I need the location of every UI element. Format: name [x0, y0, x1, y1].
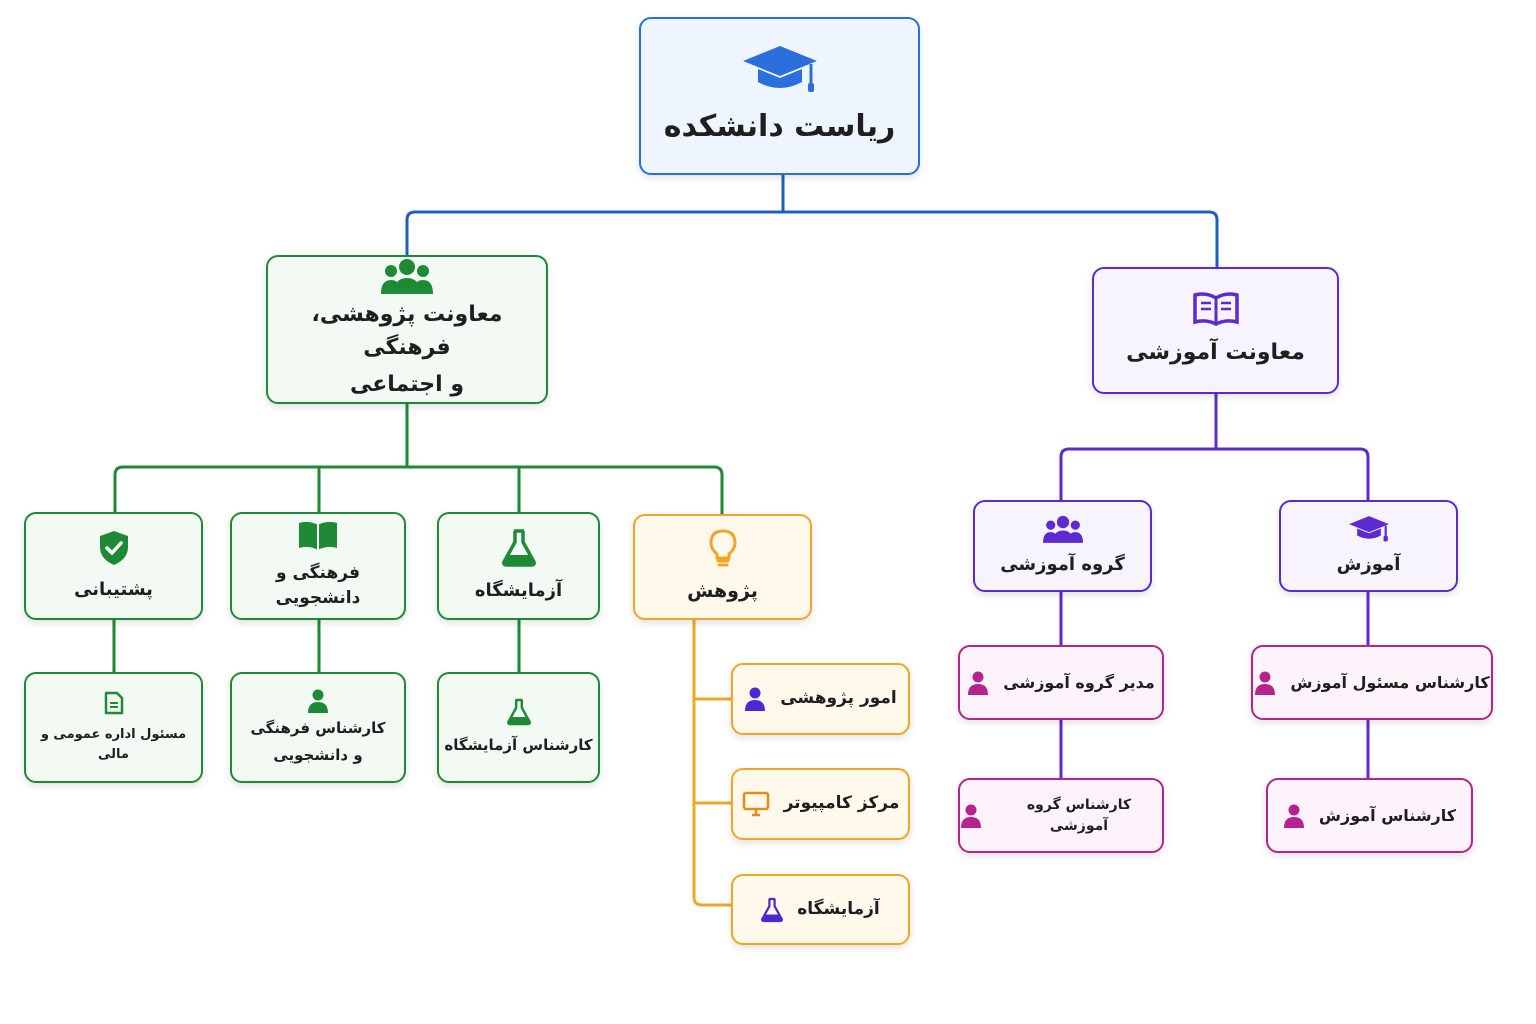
unit-education[interactable]: آموزش — [1279, 500, 1458, 592]
unit-culture[interactable]: فرهنگی و دانشجویی — [230, 512, 406, 620]
role-education-expert-title: کارشناس آموزش — [1318, 805, 1457, 825]
unit-research-title: پژوهش — [687, 579, 758, 602]
unit-education-title: آموزش — [1336, 553, 1401, 575]
open-book-icon — [1192, 292, 1240, 326]
person-icon — [1254, 671, 1276, 695]
graduation-cap-icon — [1348, 515, 1390, 543]
graduation-cap-icon — [741, 44, 819, 96]
education-branch-title: معاونت آموزشی — [1126, 340, 1305, 365]
unit-academic-group[interactable]: گروه آموزشی — [973, 500, 1152, 592]
research-branch-title-line1: معاونت پژوهشی، فرهنگی — [311, 302, 503, 360]
role-group-head[interactable]: مدیر گروه آموزشی — [958, 645, 1164, 720]
connector-education — [1059, 394, 1370, 500]
role-lab-expert[interactable]: کارشناس آزمایشگاه — [437, 672, 600, 783]
role-group-expert-title: کارشناس گروه آموزشی — [1026, 796, 1132, 834]
research-branch-node[interactable]: معاونت پژوهشی، فرهنگی و اجتماعی — [266, 255, 548, 404]
flask-icon — [761, 897, 784, 923]
role-general-finance[interactable]: مسئول اداره عمومی و مالی — [24, 672, 203, 783]
person-icon — [744, 687, 766, 711]
person-icon — [967, 671, 989, 695]
connector-research-sub — [692, 620, 731, 907]
unit-support[interactable]: پشتیبانی — [24, 512, 203, 620]
research-branch-title-line2: و اجتماعی — [350, 372, 465, 397]
root-node[interactable]: ریاست دانشکده — [639, 17, 920, 175]
role-education-head-expert[interactable]: کارشناس مسئول آموزش — [1251, 645, 1493, 720]
role-research-lab-title: آزمایشگاه — [797, 898, 880, 919]
unit-support-title: پشتیبانی — [74, 578, 153, 600]
document-icon — [104, 691, 124, 715]
connector-root — [405, 175, 1219, 267]
role-group-head-title: مدیر گروه آموزشی — [1003, 672, 1155, 692]
unit-culture-title: فرهنگی و دانشجویی — [275, 562, 361, 609]
users-icon — [381, 258, 433, 294]
role-research-affairs[interactable]: امور پژوهشی — [731, 663, 910, 735]
root-title: ریاست دانشکده — [663, 108, 896, 144]
role-group-expert[interactable]: کارشناس گروه آموزشی — [958, 778, 1164, 853]
role-general-finance-title: مسئول اداره عمومی و مالی — [40, 727, 187, 762]
connector-research — [113, 404, 724, 514]
unit-lab[interactable]: آزمایشگاه — [437, 512, 600, 620]
role-research-affairs-title: امور پژوهشی — [780, 688, 897, 709]
unit-academic-group-title: گروه آموزشی — [1000, 553, 1125, 575]
role-lab-expert-title: کارشناس آزمایشگاه — [444, 736, 593, 755]
role-culture-expert-line1: کارشناس فرهنگی — [250, 719, 386, 737]
role-computer-center-title: مرکز کامپیوتر — [783, 793, 900, 814]
role-culture-expert-line2: و دانشجویی — [273, 745, 363, 764]
person-icon — [1283, 804, 1305, 828]
flask-icon — [501, 528, 536, 567]
role-research-lab[interactable]: آزمایشگاه — [731, 874, 910, 945]
open-book-icon — [298, 521, 338, 551]
unit-lab-title: آزمایشگاه — [474, 579, 563, 601]
monitor-icon — [742, 791, 770, 817]
person-icon — [307, 689, 329, 713]
person-icon — [960, 804, 982, 828]
role-education-expert[interactable]: کارشناس آموزش — [1266, 778, 1473, 853]
education-branch-node[interactable]: معاونت آموزشی — [1092, 267, 1339, 394]
role-computer-center[interactable]: مرکز کامپیوتر — [731, 768, 910, 840]
shield-check-icon — [98, 530, 130, 566]
flask-icon — [506, 698, 531, 726]
role-culture-expert[interactable]: کارشناس فرهنگی و دانشجویی — [230, 672, 406, 783]
role-education-head-expert-title: کارشناس مسئول آموزش — [1290, 672, 1490, 692]
unit-research[interactable]: پژوهش — [633, 514, 812, 620]
lightbulb-icon — [708, 529, 738, 567]
users-icon — [1042, 515, 1083, 543]
